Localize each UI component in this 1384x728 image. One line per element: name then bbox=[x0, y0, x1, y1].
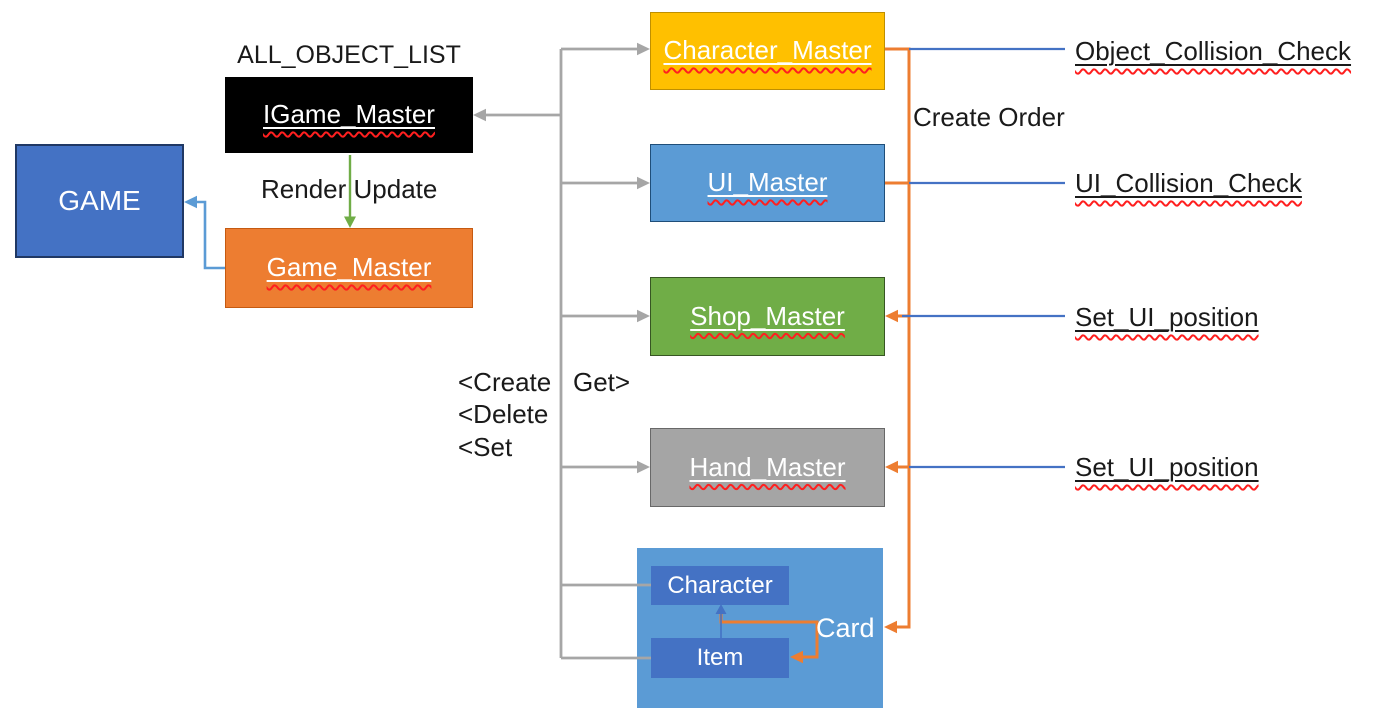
spellcheck-squiggle: Character_Master bbox=[663, 35, 872, 66]
node-item: Item bbox=[651, 638, 789, 678]
arrowhead-into-shop-master bbox=[637, 309, 650, 323]
label-ui-collision-check: UI_Collision_Check bbox=[1075, 168, 1302, 199]
spellcheck-squiggle: Game_Master bbox=[266, 252, 432, 283]
orange-trunk-to-card bbox=[885, 47, 911, 629]
label-set: <Set bbox=[458, 432, 513, 462]
node-character-master: Character_Master bbox=[650, 12, 885, 90]
arrowhead-into-card bbox=[884, 620, 897, 634]
node-character-master-label: Character_Master bbox=[663, 35, 872, 66]
node-game: GAME bbox=[15, 144, 184, 258]
label-set-ui-position-hand: Set_UI_position bbox=[1075, 452, 1259, 483]
arrowhead-into-hand-master bbox=[637, 460, 650, 474]
node-item-label: Item bbox=[696, 644, 744, 672]
node-game-label: GAME bbox=[58, 184, 141, 216]
node-igame-master-label: IGame_Master bbox=[263, 99, 435, 130]
label-set-ui-position-shop-text: Set_UI_position bbox=[1075, 302, 1259, 332]
label-create-order: Create Order bbox=[913, 102, 1065, 132]
arrowhead-into-game bbox=[184, 195, 197, 209]
gray-connector-tree bbox=[485, 47, 651, 660]
arrowhead-orange-into-shop-master bbox=[885, 309, 898, 323]
label-ui-collision-check-text: UI_Collision_Check bbox=[1075, 168, 1302, 198]
label-object-collision-check: Object_Collision_Check bbox=[1075, 36, 1351, 67]
spellcheck-squiggle: Set_UI_position bbox=[1075, 452, 1259, 482]
lightblue-gamemaster-to-game-line bbox=[197, 200, 225, 270]
label-create: <Create bbox=[458, 367, 552, 397]
node-game-master-label: Game_Master bbox=[266, 252, 432, 283]
spellcheck-squiggle: Hand_Master bbox=[689, 451, 846, 483]
spellcheck-squiggle: UI_Collision_Check bbox=[1075, 168, 1302, 198]
arrowhead-into-ui-master bbox=[637, 176, 650, 190]
arrowhead-into-game-master bbox=[344, 216, 356, 228]
label-card: Card bbox=[816, 613, 875, 643]
spellcheck-squiggle: IGame_Master bbox=[263, 99, 435, 130]
node-character: Character bbox=[651, 566, 789, 605]
label-all-object-list: ALL_OBJECT_LIST bbox=[237, 41, 461, 69]
arrowhead-orange-into-hand-master bbox=[885, 460, 898, 474]
spellcheck-squiggle: UI_Master bbox=[707, 167, 828, 198]
node-ui-master-label: UI_Master bbox=[707, 167, 828, 198]
node-ui-master: UI_Master bbox=[650, 144, 885, 222]
arrowhead-into-igame-master bbox=[473, 108, 486, 122]
node-shop-master-label: Shop_Master bbox=[690, 300, 845, 331]
node-igame-master: IGame_Master bbox=[225, 77, 473, 153]
label-set-ui-position-hand-text: Set_UI_position bbox=[1075, 452, 1259, 482]
spellcheck-squiggle: Set_UI_position bbox=[1075, 302, 1259, 332]
label-get: Get> bbox=[573, 367, 631, 397]
label-delete: <Delete bbox=[458, 399, 549, 429]
spellcheck-squiggle: Shop_Master bbox=[690, 300, 845, 332]
node-hand-master: Hand_Master bbox=[650, 428, 885, 507]
node-hand-master-label: Hand_Master bbox=[689, 451, 846, 482]
node-character-label: Character bbox=[667, 571, 773, 599]
spellcheck-squiggle: Object_Collision_Check bbox=[1075, 36, 1351, 66]
label-render-update: Render Update bbox=[261, 174, 438, 204]
arrowhead-into-character-master bbox=[637, 42, 650, 56]
label-set-ui-position-shop: Set_UI_position bbox=[1075, 302, 1259, 333]
node-game-master: Game_Master bbox=[225, 228, 473, 308]
node-shop-master: Shop_Master bbox=[650, 277, 885, 356]
label-object-collision-check-text: Object_Collision_Check bbox=[1075, 36, 1352, 66]
